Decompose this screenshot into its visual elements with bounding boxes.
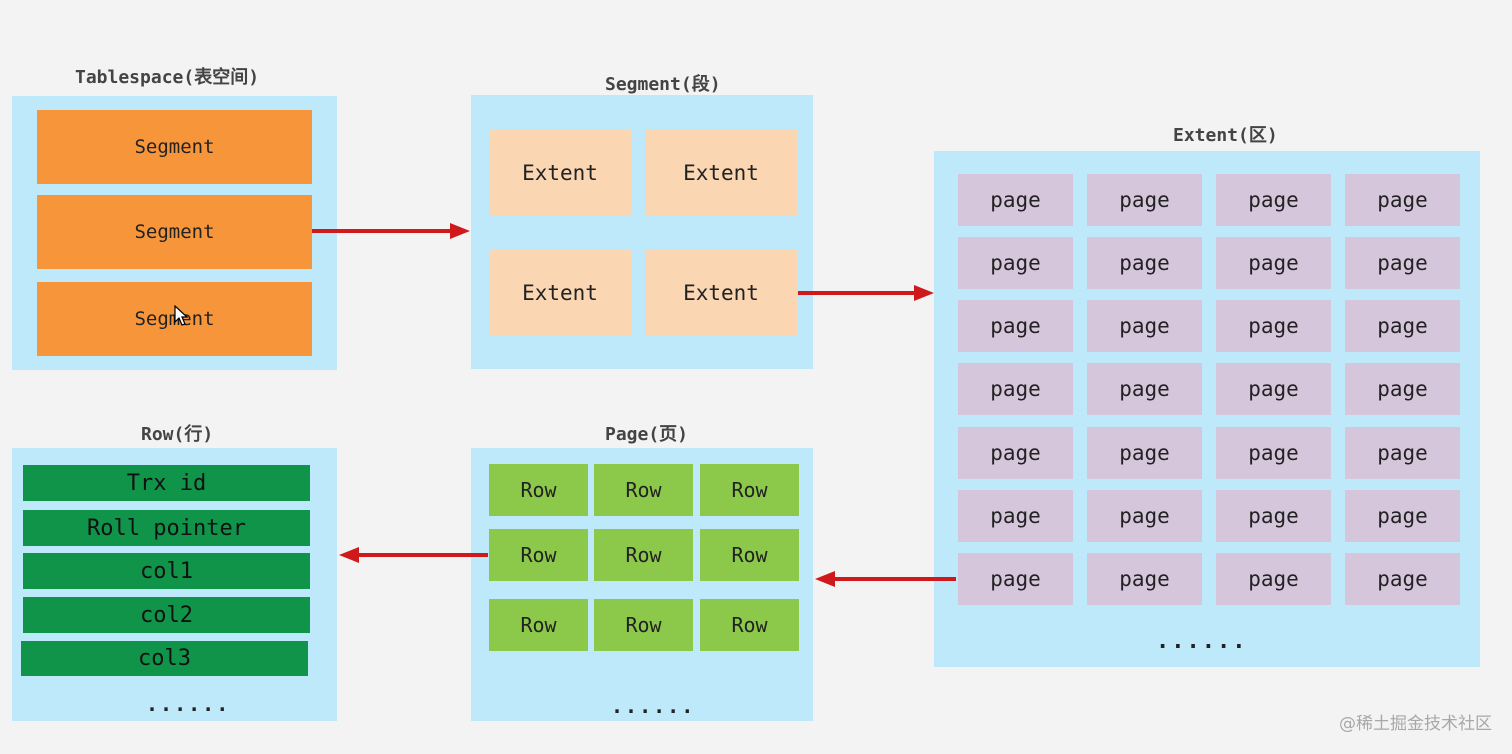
row-title: Row(行) [141,424,214,445]
page-cell: page [1216,553,1331,605]
page-cell: page [1216,300,1331,352]
arrow-tablespace-to-segment [312,223,470,239]
page-cell: page [1087,237,1202,289]
page-cell: page [1345,490,1460,542]
row-cell: Row [594,599,693,651]
page-cell: page [1345,174,1460,226]
page-cell: page [1216,427,1331,479]
tablespace-segment-box: Segment [37,110,312,184]
page-cell: page [1087,490,1202,542]
page-cell: page [1345,363,1460,415]
row-cell: Row [700,599,799,651]
page-cell: page [1087,363,1202,415]
tablespace-segment-box: Segment [37,195,312,269]
row-cell: Row [489,599,588,651]
row-cell: Row [594,529,693,581]
row-field-col2: col2 [23,597,310,633]
page-cell: page [958,553,1073,605]
row-field-col3: col3 [21,641,308,676]
row-cell: Row [489,464,588,516]
mouse-cursor-icon [174,305,188,326]
page-cell: page [1087,553,1202,605]
row-ellipsis: ...... [146,692,231,716]
page-cell: page [958,427,1073,479]
page-cell: page [1216,490,1331,542]
row-cell: Row [594,464,693,516]
page-cell: page [958,490,1073,542]
page-ellipsis: ...... [611,694,696,718]
page-cell: page [1345,427,1460,479]
row-field-col1: col1 [23,553,310,589]
segment-panel: Extent Extent Extent Extent [471,95,813,369]
page-cell: page [1345,237,1460,289]
segment-extent-box: Extent [489,129,631,216]
row-cell: Row [700,529,799,581]
row-field-trx-id: Trx id [23,465,310,501]
page-cell: page [1345,300,1460,352]
page-cell: page [1087,174,1202,226]
page-cell: page [1087,427,1202,479]
arrow-extent-to-page [815,571,956,587]
page-cell: page [1087,300,1202,352]
segment-title: Segment(段) [605,74,721,95]
extent-ellipsis: ...... [1156,629,1248,654]
page-cell: page [1216,237,1331,289]
page-cell: page [1216,363,1331,415]
row-cell: Row [489,529,588,581]
page-cell: page [1216,174,1331,226]
arrow-page-to-row [339,547,488,563]
page-cell: page [958,300,1073,352]
page-cell: page [1345,553,1460,605]
page-title: Page(页) [605,424,689,445]
row-field-roll-pointer: Roll pointer [23,510,310,546]
arrow-segment-to-extent [798,285,934,301]
segment-extent-box: Extent [645,129,797,216]
watermark: @稀土掘金技术社区 [1339,714,1492,734]
page-cell: page [958,363,1073,415]
page-cell: page [958,174,1073,226]
extent-title: Extent(区) [1173,125,1278,146]
row-panel: Trx id Roll pointer col1 col2 col3 .....… [12,448,337,721]
tablespace-title: Tablespace(表空间) [75,67,260,88]
row-cell: Row [700,464,799,516]
segment-extent-box: Extent [489,249,631,336]
page-cell: page [958,237,1073,289]
tablespace-panel: Segment Segment Segment [12,96,337,370]
segment-extent-box: Extent [645,249,797,336]
